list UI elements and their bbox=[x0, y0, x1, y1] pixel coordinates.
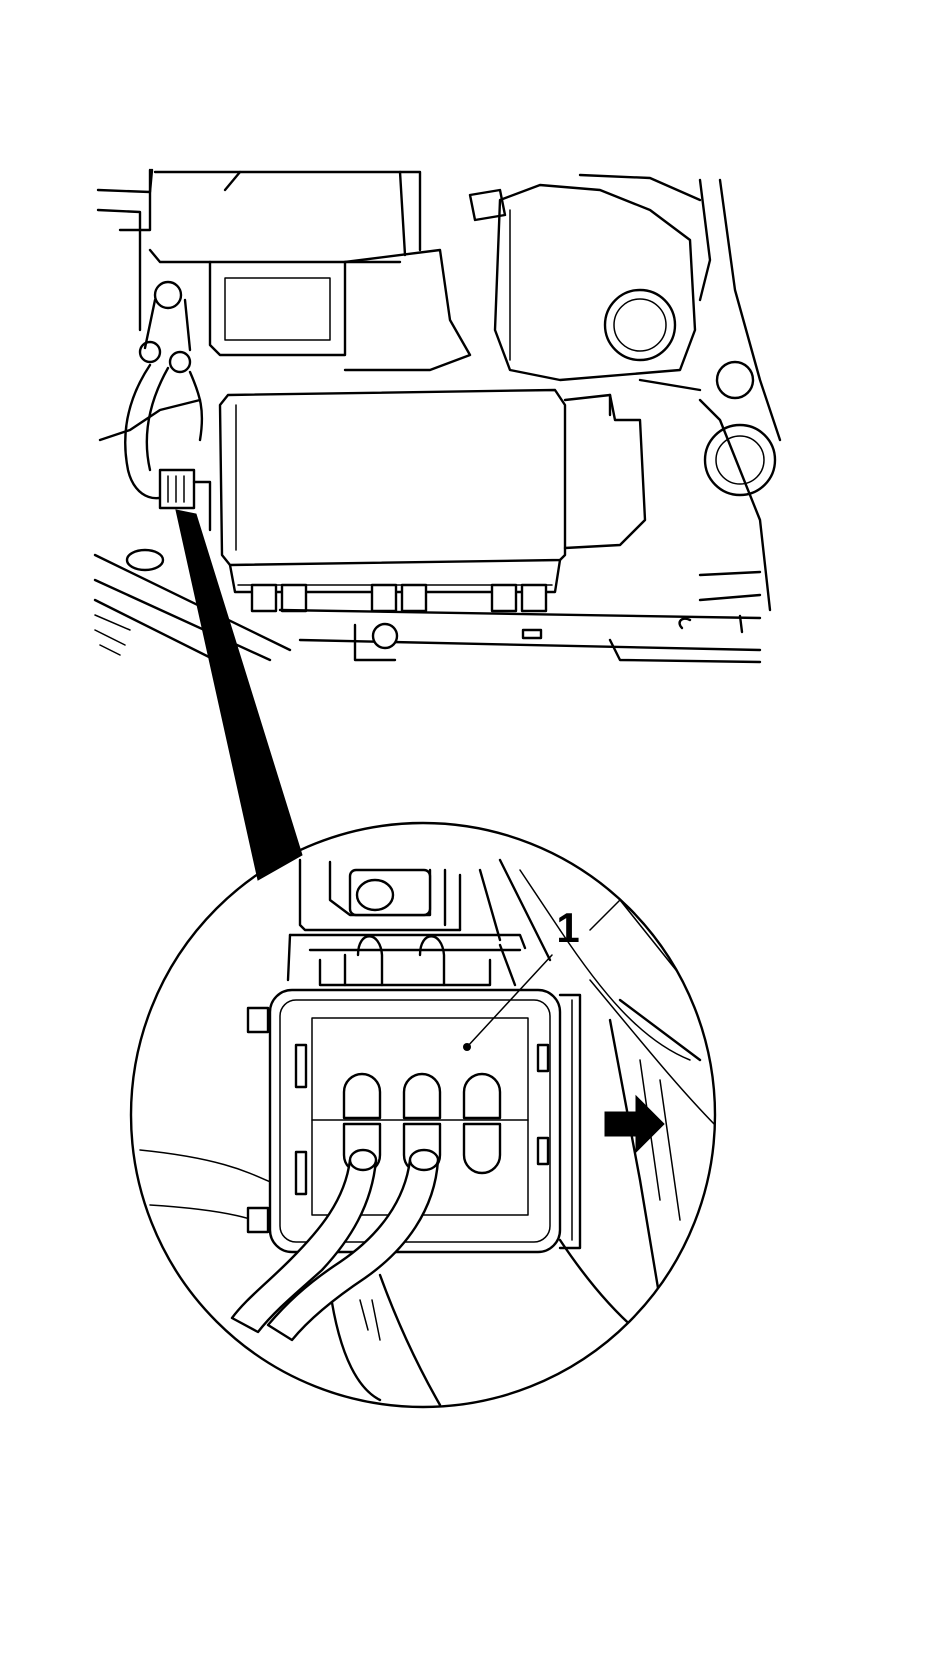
callout-1-leader bbox=[466, 954, 553, 1048]
connector-detail-view: 1 bbox=[129, 821, 717, 1409]
arrow-right-icon bbox=[604, 1094, 665, 1154]
callout-1: 1 bbox=[463, 904, 580, 1051]
detail-circle bbox=[129, 821, 717, 1409]
callout-1-label: 1 bbox=[556, 904, 579, 951]
electrical-connector bbox=[230, 988, 582, 1342]
engine-bay-overview bbox=[93, 168, 782, 664]
callout-1-dot bbox=[463, 1043, 471, 1051]
detail-pointer bbox=[175, 509, 303, 881]
